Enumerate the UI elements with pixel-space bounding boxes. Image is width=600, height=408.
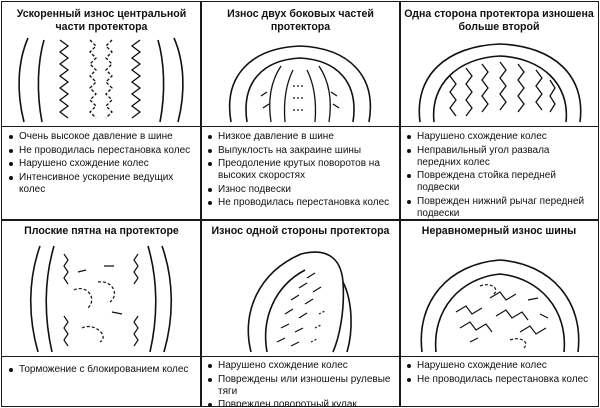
cause-item: Интенсивное ускорение ведущих колес bbox=[8, 172, 197, 196]
cause-item: Износ подвески bbox=[207, 184, 396, 196]
cell-center-wear: Ускоренный износ центральной части проте… bbox=[1, 1, 202, 221]
cause-item: Повреждены или изношены рулевые тяги bbox=[207, 374, 396, 398]
center-wear-tread-icon bbox=[2, 36, 201, 124]
cell-title: Износ одной стороны протектора bbox=[211, 225, 390, 237]
cause-item: Не проводилась перестановка колес bbox=[207, 197, 396, 209]
uneven-wear-tread-icon bbox=[400, 242, 598, 354]
cell-edge-wear: Износ двух боковых частей протектора bbox=[200, 1, 401, 221]
cause-item: Низкое давление в шине bbox=[207, 131, 396, 143]
cell-title: Одна сторона протектора изношена больше … bbox=[404, 8, 594, 33]
cell-title: Неравномерный износ шины bbox=[421, 225, 577, 237]
cause-item: Выпуклость на закраине шины bbox=[207, 145, 396, 157]
cell-title: Износ двух боковых частей протектора bbox=[227, 8, 374, 33]
cause-item: Не проводилась перестановка колес bbox=[8, 145, 197, 157]
cause-item: Не проводилась перестановка колес bbox=[406, 374, 594, 386]
cell-title: Плоские пятна на протекторе bbox=[24, 225, 179, 237]
cause-item: Нарушено схождение колес bbox=[207, 360, 396, 372]
cause-item: Преодоление крутых поворотов на высоких … bbox=[207, 158, 396, 182]
cell-one-side-wear: Износ одной стороны протектора Нарушено … bbox=[200, 219, 401, 407]
cause-item: Повреждена стойка передней подвески bbox=[406, 170, 594, 194]
cause-item: Поврежден поворотный кулак bbox=[207, 399, 396, 406]
cell-uneven-wear: Неравномерный износ шины bbox=[399, 219, 599, 407]
cell-title: Ускоренный износ центральной части проте… bbox=[16, 8, 187, 33]
cause-item: Неправильный угол развала передних колес bbox=[406, 145, 594, 169]
cause-item: Нарушено схождение колес bbox=[8, 158, 197, 170]
cause-item: Нарушено схождение колес bbox=[406, 131, 594, 143]
one-side-wear-tread-icon bbox=[201, 242, 400, 354]
cause-item: Очень высокое давление в шине bbox=[8, 131, 197, 143]
cause-item: Торможение с блокированием колес bbox=[8, 364, 197, 376]
edge-wear-tread-icon bbox=[201, 36, 400, 124]
cell-flat-spots: Плоские пятна на протекторе bbox=[1, 219, 202, 407]
flat-spots-tread-icon bbox=[2, 242, 201, 354]
cause-item: Нарушено схождение колес bbox=[406, 360, 594, 372]
cell-one-side-more-worn: Одна сторона протектора изношена больше … bbox=[399, 1, 599, 221]
one-side-more-worn-tread-icon bbox=[400, 36, 598, 124]
cause-item: Поврежден нижний рычаг передней подвески bbox=[406, 196, 594, 220]
